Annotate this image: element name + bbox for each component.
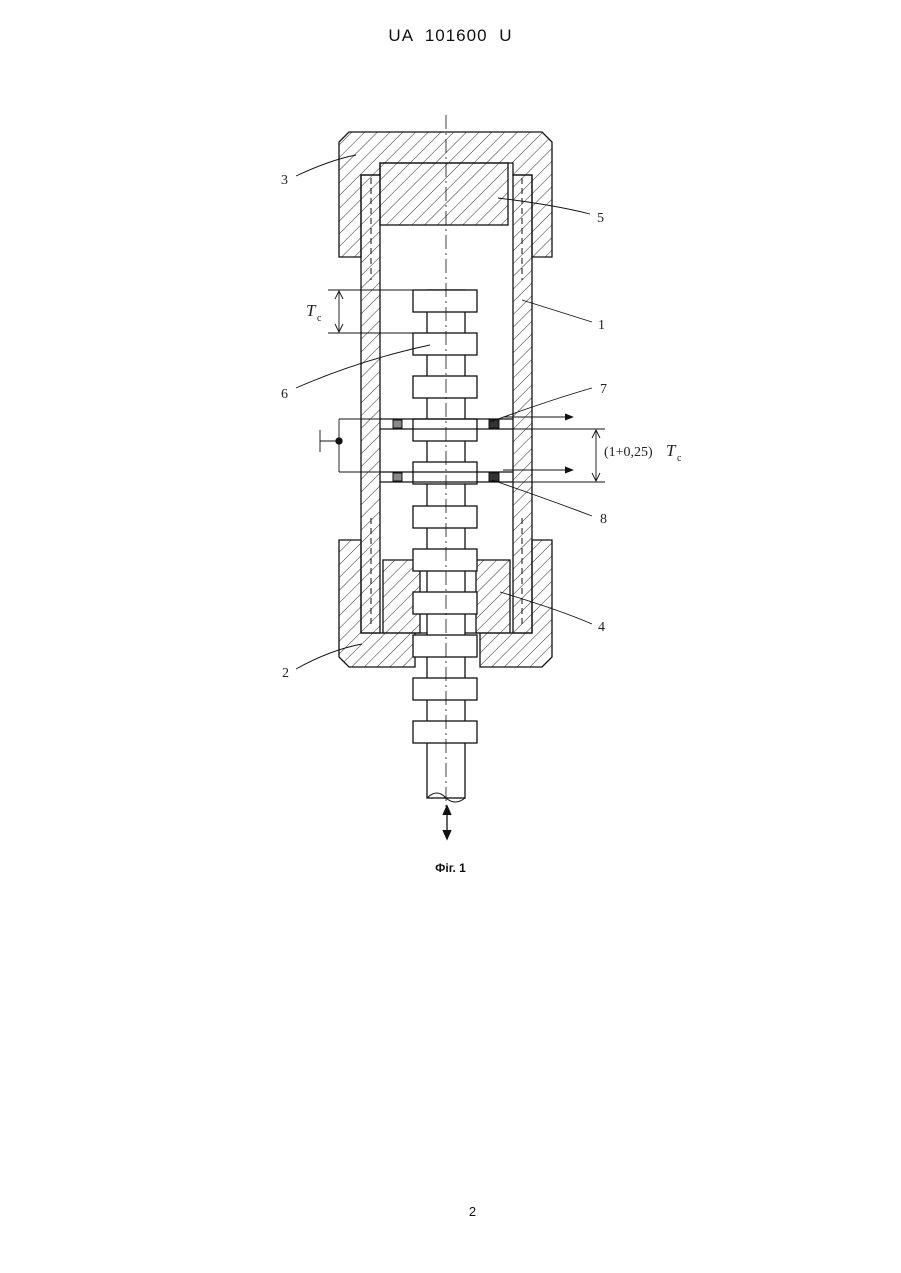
page-number: 2 [0,1204,901,1219]
label-3: 3 [281,173,288,188]
label-6: 6 [281,387,288,402]
top-plug [380,163,508,225]
dimension-tc: T [306,301,317,320]
label-7: 7 [600,382,607,397]
label-2: 2 [282,666,289,681]
label-8: 8 [600,512,607,527]
dimension-tc-sub: c [317,313,322,324]
label-4: 4 [598,620,605,635]
dimension-big-prefix: (1+0,25) [604,445,653,460]
label-5: 5 [597,211,604,226]
label-1: 1 [598,318,605,333]
dimension-big-sub: c [677,453,682,464]
figure-caption: Фіг. 1 [0,861,901,875]
dimension-big-symbol: T [666,441,677,460]
